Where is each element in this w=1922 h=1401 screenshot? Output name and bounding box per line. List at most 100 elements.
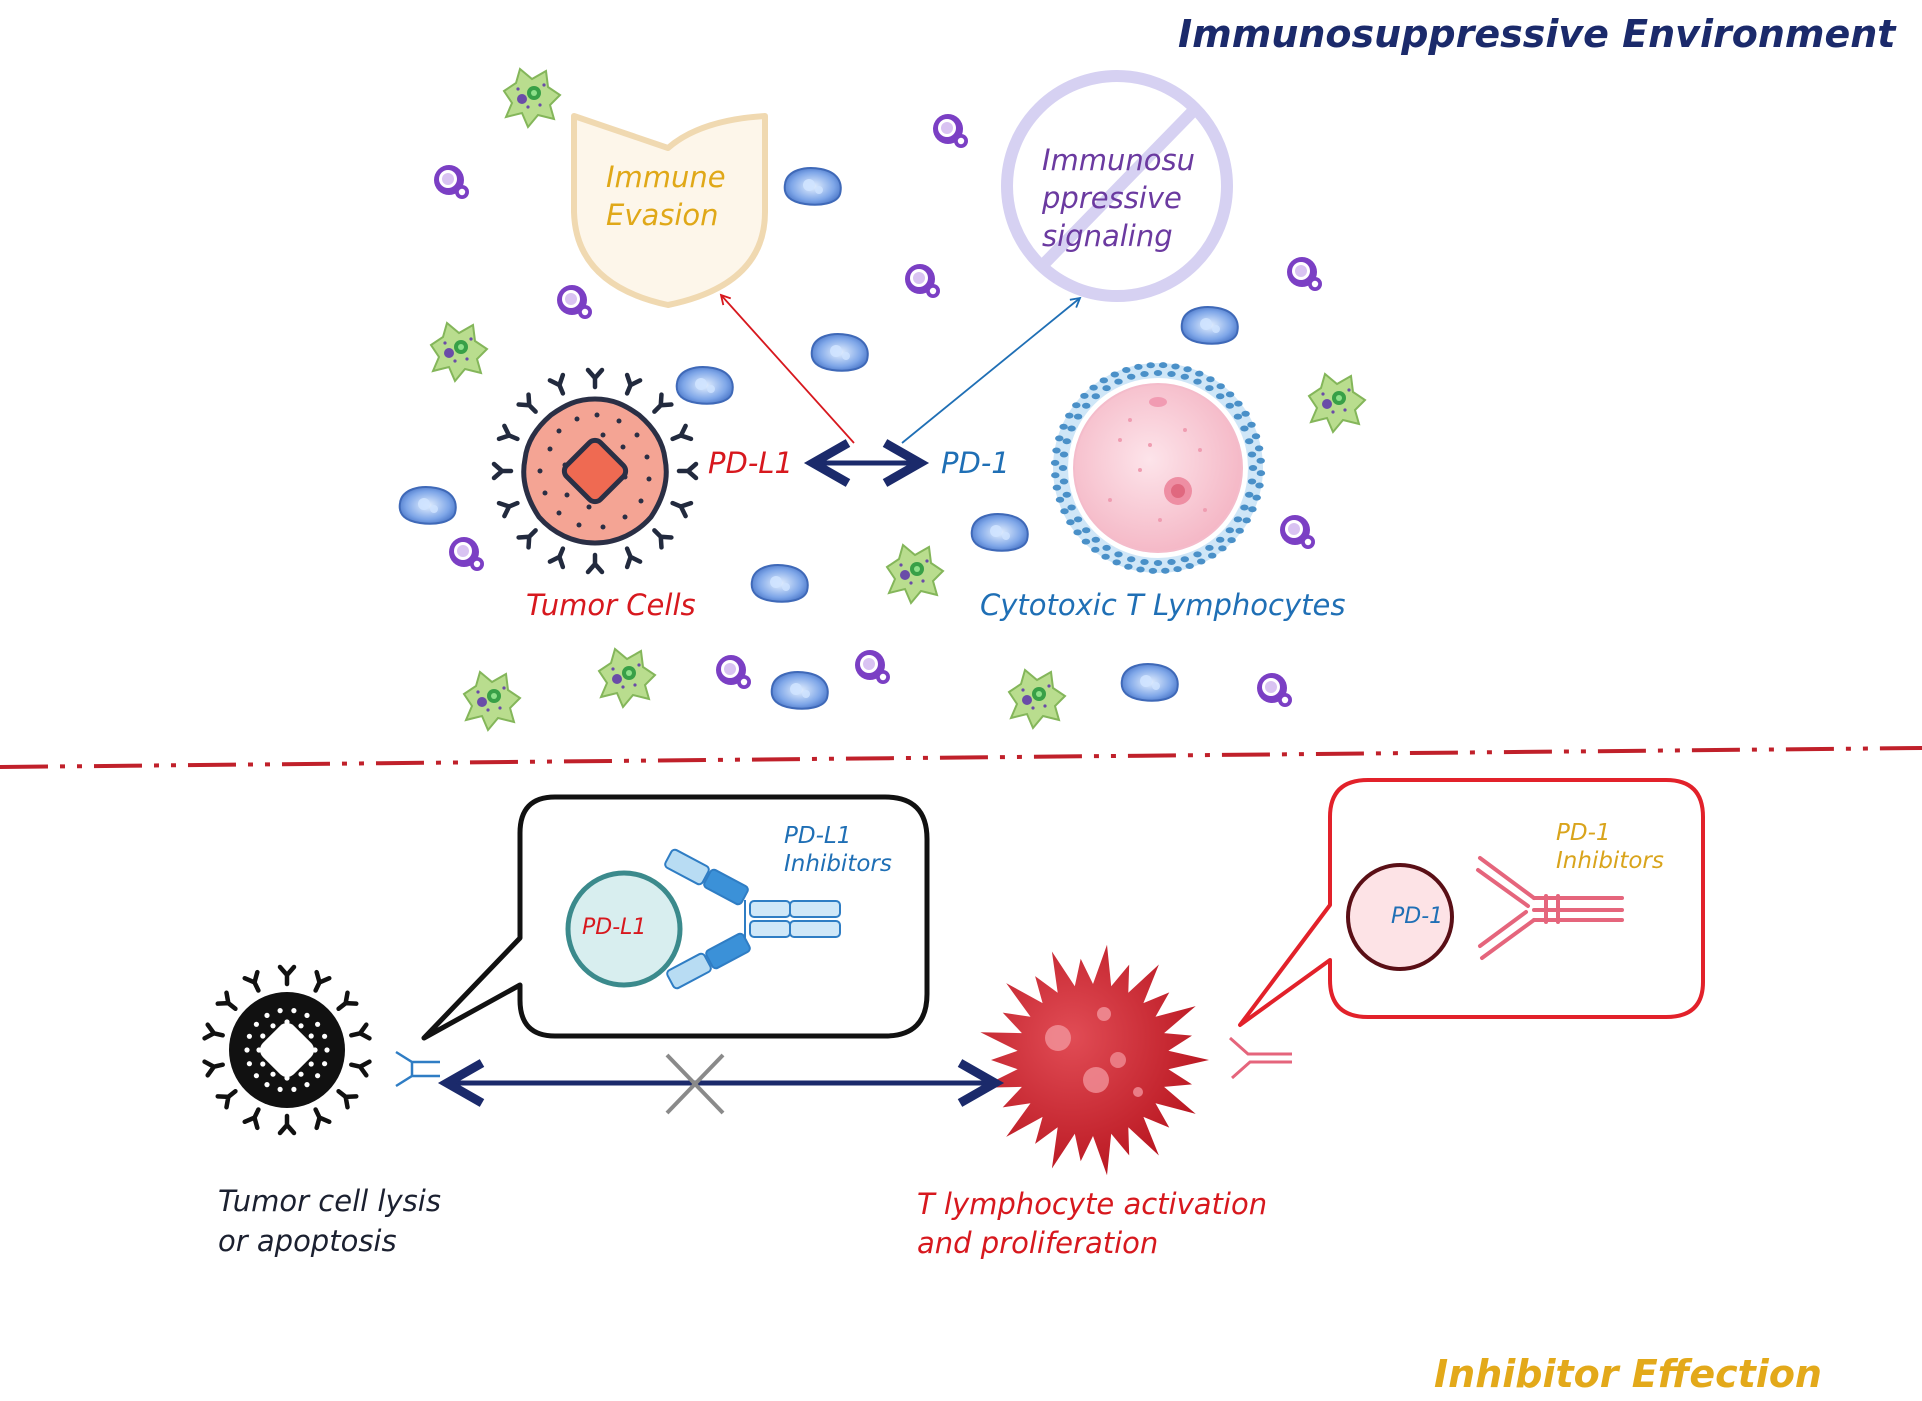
bottom-title: Inhibitor Effection <box>1434 1352 1822 1396</box>
signal-label-line2: ppressive <box>1042 181 1182 215</box>
tumor-cell-dot <box>277 1086 283 1092</box>
tumor-cell-dot <box>246 1033 252 1039</box>
t-cell-surface-dot <box>1127 556 1136 563</box>
t-cell-surface-dot <box>1216 536 1225 543</box>
t-cell-surface-dot <box>1173 566 1182 573</box>
tumor-cell-dot <box>322 1061 328 1067</box>
t-outcome-line2: and proliferation <box>917 1226 1159 1260</box>
receptor-icon <box>280 967 294 984</box>
t-cell-surface-dot <box>1255 482 1264 489</box>
t-cell-surface-dot <box>1114 378 1123 385</box>
receptor-icon <box>350 1058 370 1075</box>
t-cell-surface-dot <box>1180 556 1190 563</box>
t-cell-surface-dot <box>1234 400 1243 407</box>
immune-cell-icon <box>1280 515 1315 549</box>
receptor-icon <box>309 1106 329 1127</box>
t-cell-surface-dot <box>1180 373 1190 380</box>
t-cell-surface-dot <box>1059 478 1069 485</box>
tumor-cell-dot <box>284 1019 290 1025</box>
t-cell-surface-dot <box>1072 402 1081 409</box>
t-cell-surface-dot <box>1153 560 1163 566</box>
callout-pd-1-circle-label: PD-1 <box>1391 904 1444 929</box>
t-cell-surface-dot <box>1059 451 1069 458</box>
t-cell-surface-dot <box>1240 504 1249 511</box>
tumor-outcome-line2: or apoptosis <box>218 1224 397 1258</box>
tumor-cell-dot <box>322 1033 328 1039</box>
receptor-icon <box>499 426 520 445</box>
tumor-cell-dot <box>312 1047 318 1053</box>
receptor-icon <box>670 497 691 516</box>
blue-cell-icon <box>675 366 734 405</box>
tumor-outcome-line1: Tumor cell lysis <box>218 1184 441 1218</box>
t-cell-surface-dot <box>1127 373 1136 380</box>
shield-icon <box>571 113 768 308</box>
receptor-icon <box>350 1025 370 1042</box>
t-cell-surface-dot <box>1216 383 1225 390</box>
t-cell-surface-dot <box>1067 425 1076 432</box>
immune-cell-icon <box>434 165 469 199</box>
tumor-cell-dot <box>264 1012 270 1019</box>
receptor-icon <box>280 1116 294 1133</box>
t-cell-surface-dot <box>1248 465 1258 471</box>
t-cell-surface-dots <box>1050 362 1266 574</box>
receptor-icon <box>621 546 640 567</box>
pd-l1-inhibitors-line2: Inhibitors <box>784 851 892 877</box>
immune-cell-icon <box>1287 257 1322 291</box>
t-cell-surface-dot <box>1146 362 1155 369</box>
pd-l1-label: PD-L1 <box>708 446 793 480</box>
tumor-cell-dot <box>270 1071 276 1077</box>
pd-1-inhibitors-line2: Inhibitors <box>1556 848 1664 874</box>
t-cell-surface-dot <box>1110 371 1120 378</box>
blue-cell-icon <box>810 333 869 372</box>
pd-1-callout <box>1238 778 1705 1027</box>
t-cell-surface-dot <box>1193 551 1202 558</box>
t-cell-surface-dot <box>1112 559 1121 566</box>
t-cell-surface-dot <box>1050 459 1060 466</box>
t-cell-surface-dot <box>1055 435 1064 442</box>
t-cell-surface-dot <box>1206 376 1215 383</box>
t-cell-surface-dot <box>1240 425 1249 432</box>
pd-1-label: PD-1 <box>941 446 1010 480</box>
t-cell-surface-dot <box>1091 546 1100 553</box>
t-cell-surface-dot <box>1205 544 1214 551</box>
t-cell-surface-dot <box>1197 558 1206 565</box>
t-cell-surface-dot <box>1225 391 1235 398</box>
t-cell-surface-dot <box>1051 472 1060 479</box>
t-cell-surface-dot <box>1252 494 1261 501</box>
tumor-cell-dot <box>244 1047 250 1053</box>
t-cell-surface-dot <box>1227 537 1236 544</box>
t-cell-surface-dot <box>1082 402 1091 409</box>
t-cell-surface-dot <box>1235 527 1244 534</box>
receptor-icon <box>588 370 602 387</box>
receptor-icon <box>245 972 265 993</box>
t-cell-surface-dot <box>1099 377 1109 384</box>
t-cell-surface-dot <box>1233 413 1243 420</box>
t-cell-surface-dot <box>1081 538 1091 545</box>
t-cell-surface-dot <box>1052 447 1061 454</box>
t-cell-surface-dot <box>1161 567 1170 574</box>
tumor-cell-dot <box>284 1075 290 1081</box>
forbidden-icon <box>1001 70 1233 302</box>
tumor-cell-dot <box>308 1061 314 1067</box>
receptor-icon <box>309 972 329 993</box>
receptor-icon <box>670 426 691 445</box>
t-cell-surface-dot <box>1073 516 1083 523</box>
t-cell-surface-dot <box>1124 563 1133 570</box>
immune-cell-icon <box>449 537 484 571</box>
immune-cell-icon <box>716 655 751 689</box>
tumor-cell-dot <box>315 1021 321 1027</box>
t-cell-surface-dot <box>1248 506 1257 513</box>
tumor-cells-label: Tumor Cells <box>526 588 696 622</box>
macrophage-icon <box>598 648 656 708</box>
receptor-icon <box>649 395 671 417</box>
shield-label-line1: Immune <box>606 160 726 194</box>
antibody-icon <box>664 848 841 990</box>
blue-cell-icon <box>750 564 809 603</box>
signal-label-line1: Immunosu <box>1042 143 1196 177</box>
receptor-icon <box>550 375 569 396</box>
macrophage-icon <box>886 544 944 604</box>
immune-cell-icon <box>557 285 592 319</box>
t-cell-surface-dot <box>1062 438 1072 445</box>
t-cell-surface-dot <box>1140 559 1149 565</box>
signal-label-line3: signaling <box>1042 219 1173 253</box>
